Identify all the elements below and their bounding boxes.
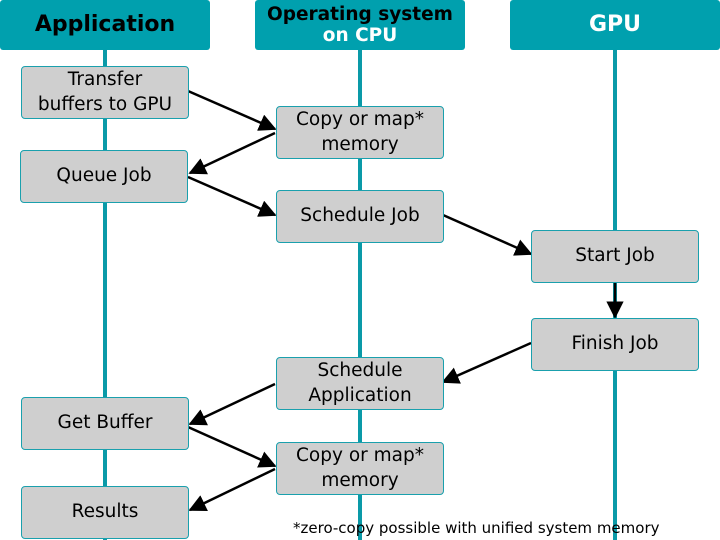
arrow-schedule-app-to-get-buffer (188, 382, 276, 426)
application-lane-line (103, 48, 107, 540)
arrow-queue-to-schedule (187, 175, 277, 217)
footnote: *zero-copy possible with unified system … (293, 519, 660, 537)
os-header-title: Operating system (267, 3, 453, 25)
application-header-title: Application (34, 12, 176, 38)
arrow-get-buffer-to-copy (187, 425, 277, 468)
gpu-header-title: GPU (588, 12, 642, 38)
copy-or-map-memory-box-1: Copy or map* memory (276, 106, 444, 159)
queue-job-box: Queue Job (20, 150, 188, 203)
get-buffer-box: Get Buffer (21, 397, 189, 450)
os-header-subtitle: on CPU (322, 25, 398, 46)
schedule-job-box: Schedule Job (276, 190, 444, 243)
arrow-finish-to-schedule-app (441, 341, 532, 384)
application-header: Application (0, 0, 210, 50)
os-lane-line (358, 48, 362, 540)
gpu-header: GPU (510, 0, 720, 50)
transfer-buffers-box: Transfer buffers to GPU (21, 66, 189, 119)
start-job-box: Start Job (531, 230, 699, 283)
arrow-transfer-to-copy (187, 89, 277, 131)
copy-or-map-memory-box-2: Copy or map* memory (276, 442, 444, 495)
arrow-copy-to-results (188, 467, 276, 512)
schedule-application-box: Schedule Application (276, 357, 444, 410)
arrow-copy-to-queue (188, 131, 276, 175)
os-header: Operating system on CPU (255, 0, 465, 50)
arrow-schedule-to-start (442, 213, 533, 256)
results-box: Results (21, 486, 189, 539)
finish-job-box: Finish Job (531, 318, 699, 371)
